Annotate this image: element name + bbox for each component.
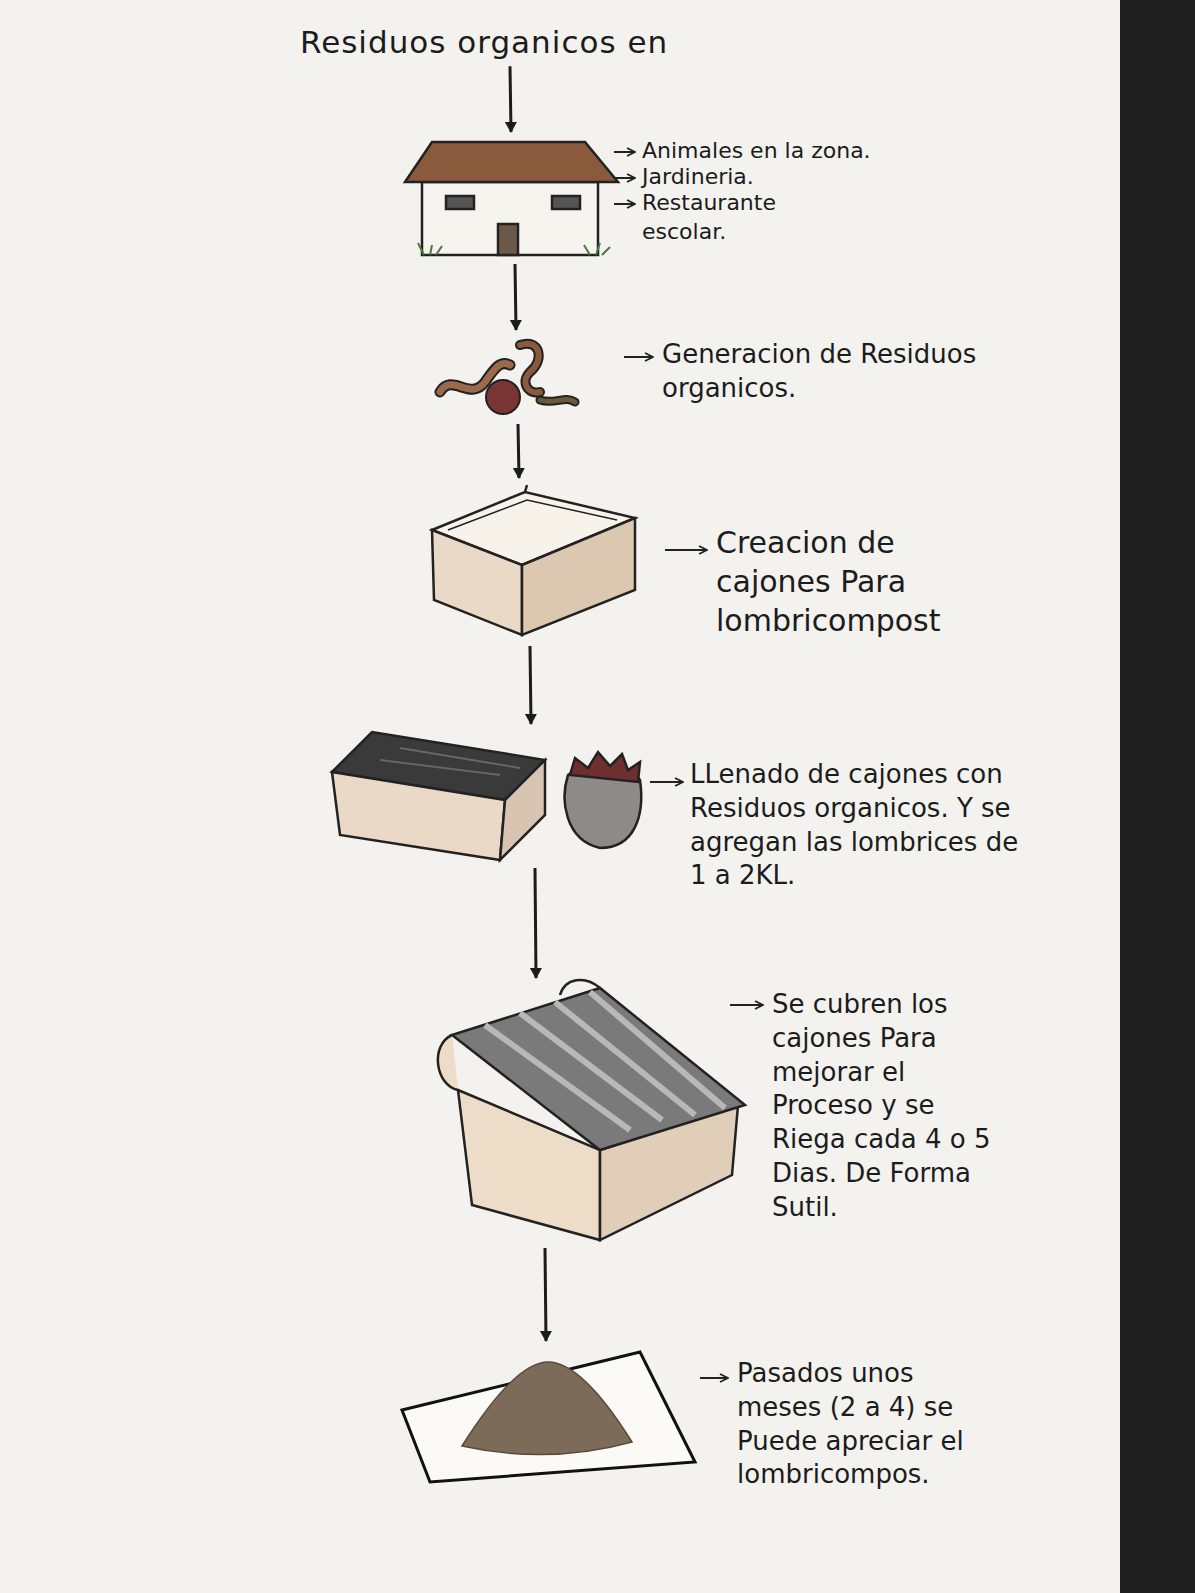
title-text: Residuos organicos en: [300, 22, 668, 62]
dark-edge: [1120, 0, 1195, 1593]
flow-arrow: [530, 646, 531, 724]
covering-step: Se cubren los cajones Para mejorar el Pr…: [430, 982, 750, 1244]
compost-step: Pasados unos meses (2 a 4) se Puede apre…: [400, 1345, 700, 1487]
flow-arrow: [518, 424, 519, 478]
step-text: Creacion de cajones Para lombricompost: [716, 523, 991, 640]
step-text: Se cubren los cajones Para mejorar el Pr…: [772, 988, 1012, 1225]
filled-box-drawing: [332, 732, 641, 860]
source-label: Restaurante escolar.: [642, 189, 847, 246]
organic-waste-drawing: [440, 344, 575, 414]
covered-box-drawing: [438, 980, 745, 1240]
flow-arrow: [545, 1248, 546, 1341]
flow-arrow: [515, 264, 516, 330]
step-text: Pasados unos meses (2 a 4) se Puede apre…: [737, 1357, 999, 1492]
empty-box-drawing: [432, 485, 635, 635]
compost-pile-drawing: [402, 1352, 695, 1482]
waste-step: Generacion de Residuos organicos.: [428, 334, 583, 420]
box-step: Creacion de cajones Para lombricompost: [428, 482, 640, 642]
filling-step: LLenado de cajones con Residuos organico…: [328, 728, 650, 864]
source-label: Animales en la zona.: [642, 137, 922, 166]
house-drawing: [405, 142, 618, 255]
flow-arrow: [535, 868, 536, 978]
source-label: Jardineria.: [642, 163, 922, 192]
house-step: Animales en la zona.Jardineria.Restauran…: [405, 136, 620, 260]
step-text: LLenado de cajones con Residuos organico…: [690, 758, 1025, 893]
step-text: Generacion de Residuos organicos.: [662, 338, 982, 406]
flow-arrow: [510, 66, 511, 132]
title-node: Residuos organicos en: [300, 22, 668, 62]
